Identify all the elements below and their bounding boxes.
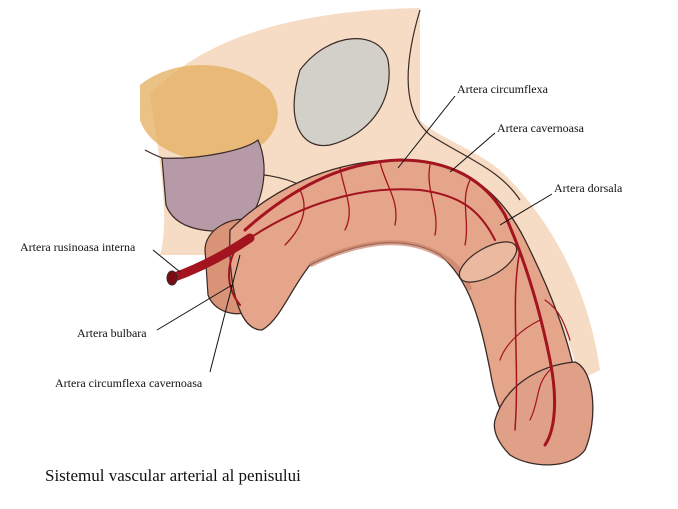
shaft-cross-section (458, 241, 518, 283)
leader-lines (152, 95, 553, 373)
branch-7 (529, 369, 551, 421)
bulbar-artery (228, 249, 241, 306)
label-artera-cavernoasa: Artera cavernoasa (497, 121, 584, 135)
branch-1 (284, 189, 305, 246)
internal-pudendal-artery (167, 233, 255, 283)
leader-circumflexa (397, 95, 456, 169)
circumflex-artery (243, 158, 507, 232)
cavernous-artery (249, 188, 496, 241)
dorsal-artery-branch (514, 249, 521, 431)
label-artera-circumflexa: Artera circumflexa (457, 82, 548, 96)
bladder (161, 139, 265, 232)
arteries (166, 158, 571, 447)
branch-5 (464, 179, 471, 246)
leader-circumflexa-cavernoasa (209, 254, 241, 373)
glans (493, 361, 594, 466)
branch-2 (339, 167, 350, 231)
leader-dorsala (499, 193, 553, 226)
label-artera-circumflexa-cavernoasa: Artera circumflexa cavernoasa (55, 376, 203, 390)
leader-bulbara (156, 284, 233, 331)
label-artera-rusinoasa-interna: Artera rusinoasa interna (20, 240, 136, 254)
leader-cavernoasa (449, 132, 496, 173)
branch-4 (428, 164, 437, 236)
figure-caption: Sistemul vascular arterial al penisului (45, 466, 301, 485)
branch-8 (544, 299, 571, 341)
fat-region (140, 65, 278, 161)
branch-3 (379, 161, 397, 226)
branch-6 (499, 319, 541, 361)
label-artera-dorsala: Artera dorsala (554, 181, 623, 195)
pubic-bone (293, 38, 390, 147)
leader-rusinoasa (152, 249, 181, 273)
artery-cut-end (166, 270, 178, 286)
label-artera-bulbara: Artera bulbara (77, 326, 147, 340)
